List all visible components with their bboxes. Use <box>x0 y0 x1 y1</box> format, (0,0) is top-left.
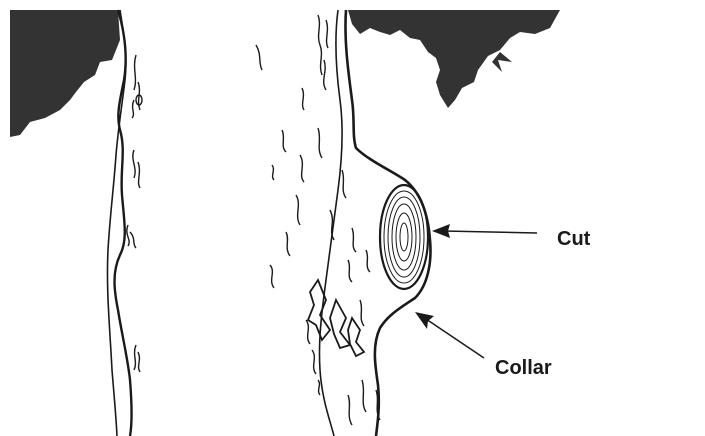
bark-shards <box>308 280 364 356</box>
collar-arrow <box>415 312 484 358</box>
cut-surface <box>380 185 428 289</box>
left-trunk-right-edge <box>115 10 132 436</box>
foliage-left <box>10 10 120 137</box>
cut-arrowhead-icon <box>432 224 450 238</box>
foliage-right-tip-2 <box>492 52 512 72</box>
left-trunk-left-edge <box>107 10 125 436</box>
foliage-right <box>348 10 560 108</box>
collar-arrowhead-icon <box>415 312 434 329</box>
right-trunk-right-edge <box>345 10 430 436</box>
collar-label: Collar <box>495 358 552 378</box>
right-trunk-left-edge <box>319 10 342 436</box>
cut-arrow <box>432 224 537 238</box>
cut-label: Cut <box>557 229 590 249</box>
left-trunk-bark <box>127 55 142 372</box>
right-trunk-bark <box>256 15 380 425</box>
